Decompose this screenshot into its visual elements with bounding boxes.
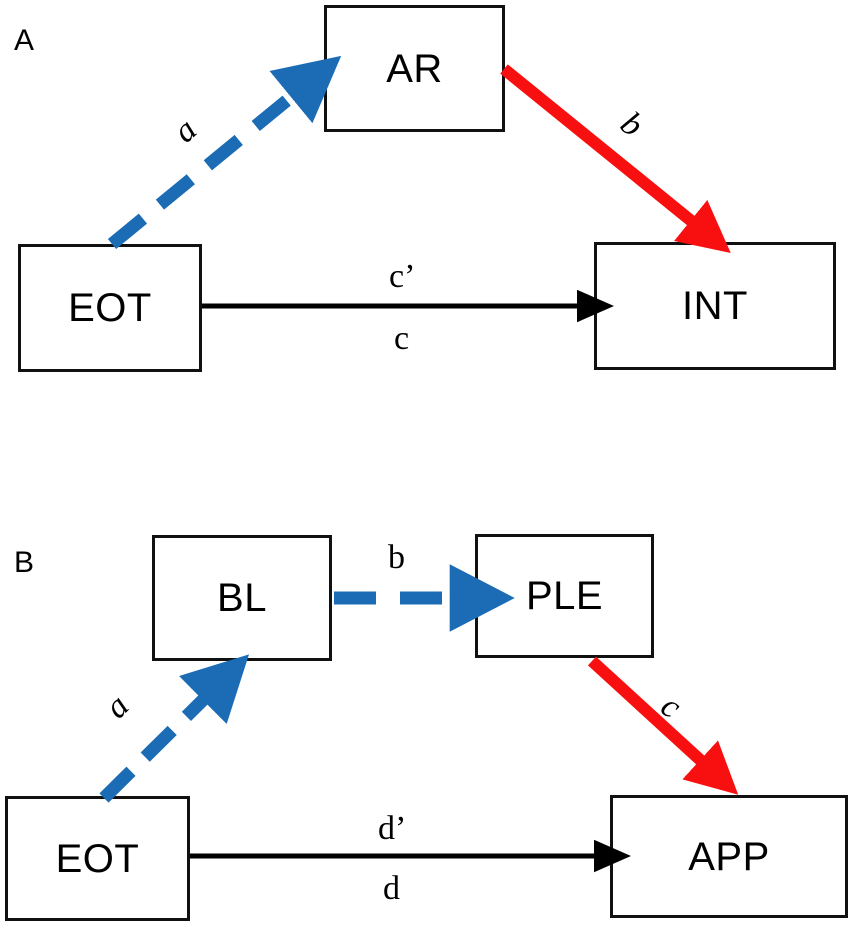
panel-b-node-eot[interactable]: EOT: [5, 796, 190, 921]
node-label: PLE: [525, 574, 604, 618]
panel-a-label-c-prime: c’: [389, 258, 416, 295]
panel-a-node-eot[interactable]: EOT: [18, 244, 202, 372]
panel-b-path-a-arrow[interactable]: [99, 654, 250, 803]
node-label: EOT: [55, 836, 140, 881]
panel-a-label-c: c: [394, 320, 410, 357]
node-label: BL: [217, 576, 267, 620]
panel-b-letter: B: [14, 546, 35, 579]
panel-a-letter: A: [14, 24, 35, 57]
panel-b-label-d-prime: d’: [378, 810, 407, 847]
panel-b-node-app[interactable]: APP: [610, 795, 848, 918]
panel-a-node-int[interactable]: INT: [594, 242, 836, 370]
panel-b-node-bl[interactable]: BL: [152, 535, 332, 661]
panel-a-path-a-arrow[interactable]: [107, 55, 342, 250]
panel-b-label-b: b: [388, 539, 405, 576]
node-label: APP: [688, 834, 770, 879]
node-label: EOT: [68, 286, 152, 330]
panel-b-label-d: d: [383, 870, 400, 907]
panel-b-path-c-arrow[interactable]: [587, 656, 739, 795]
panel-a-node-ar[interactable]: AR: [324, 5, 505, 132]
node-label: INT: [682, 284, 748, 328]
panel-a-path-b-arrow[interactable]: [500, 64, 731, 253]
node-label: AR: [386, 46, 443, 91]
